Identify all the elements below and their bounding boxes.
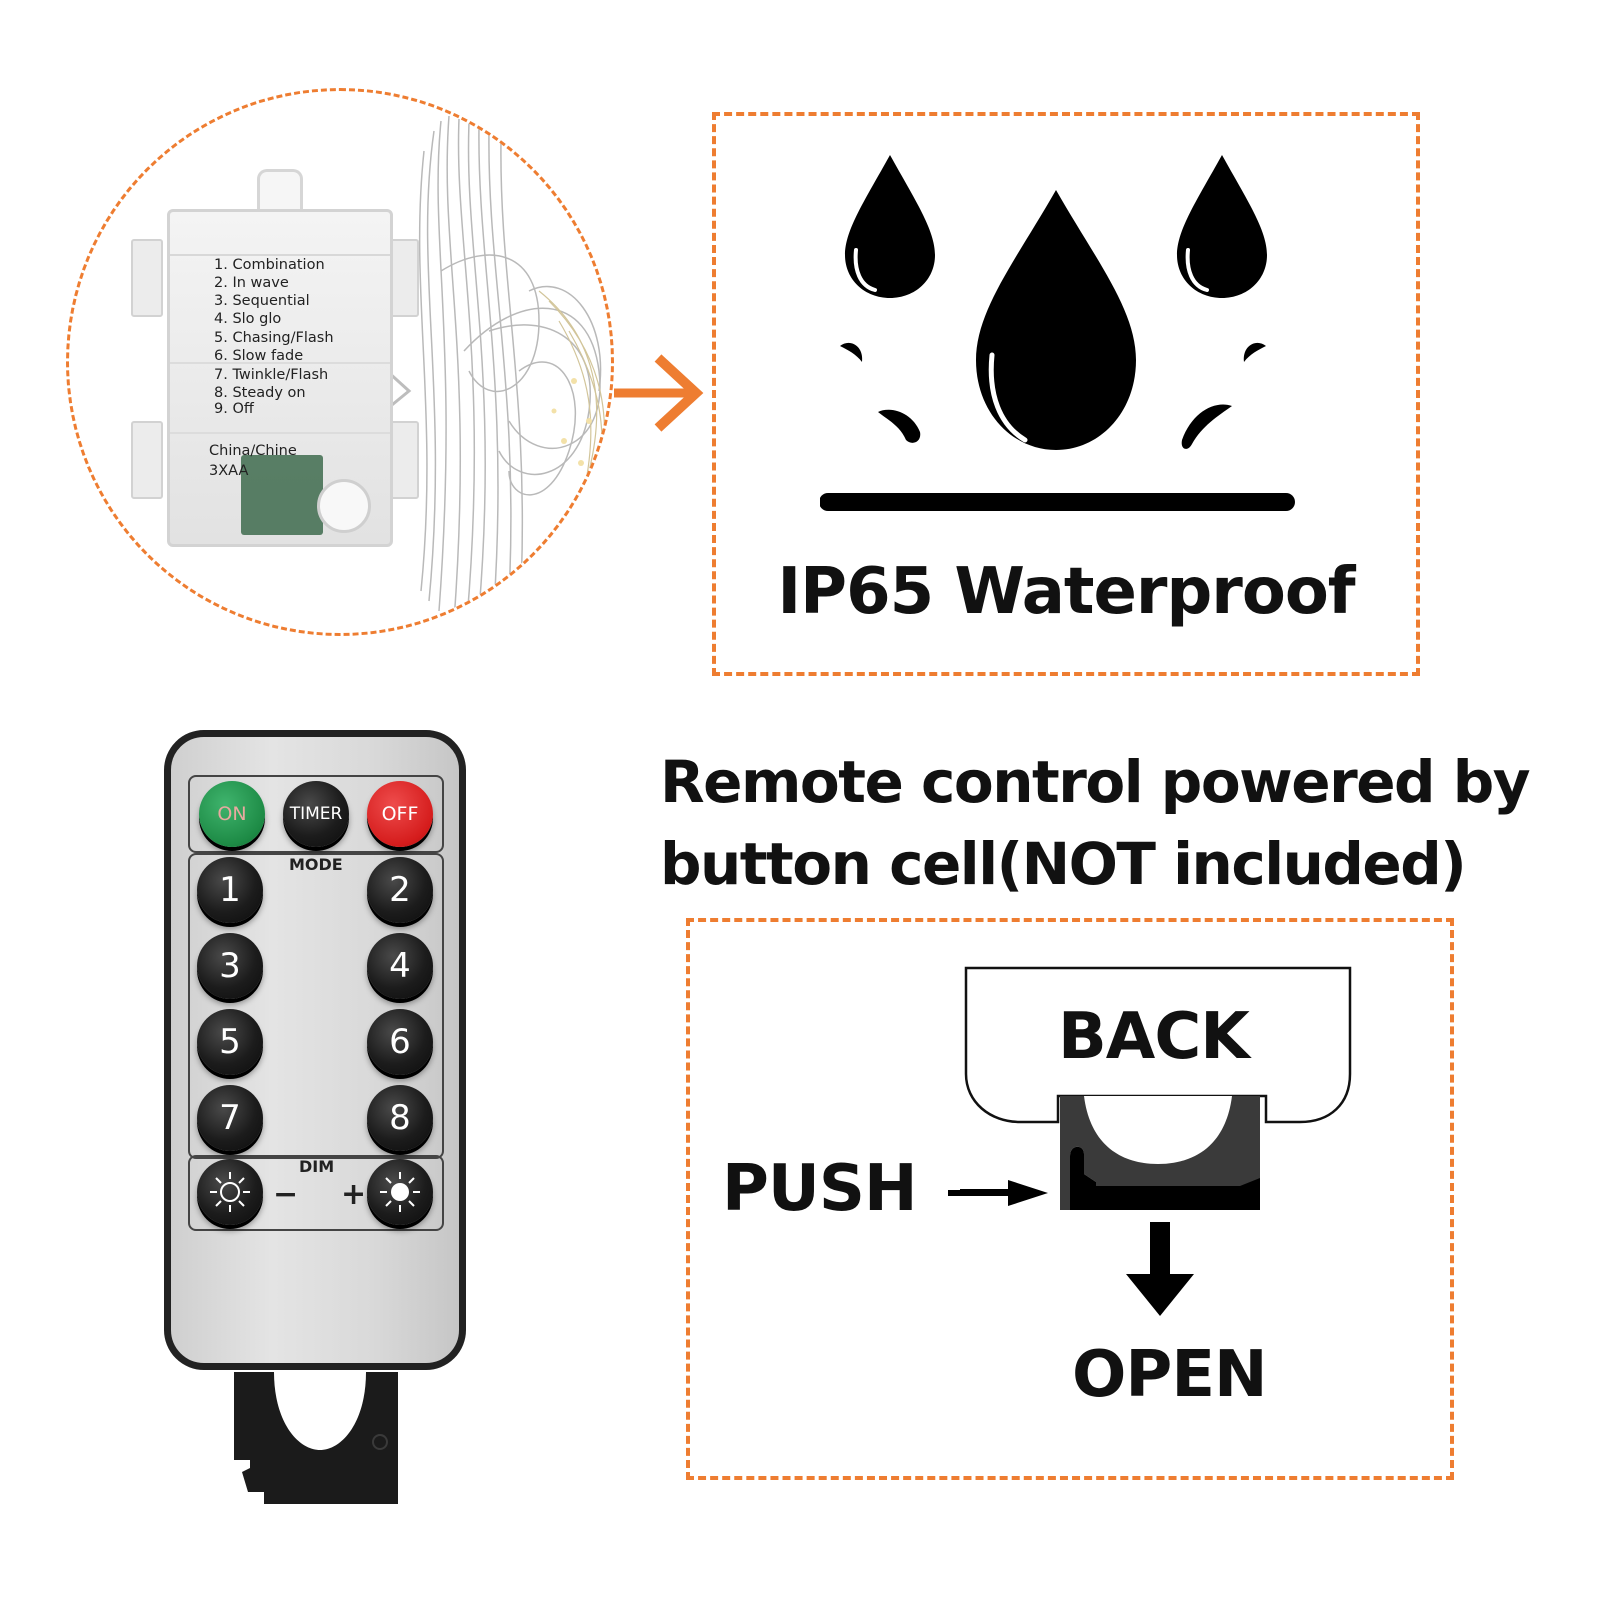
remote-back-diagram [960, 966, 1352, 1316]
battery-box-battery-label: 3XAA [209, 463, 249, 479]
mode-list-item: 5. Chasing/Flash [214, 330, 334, 346]
mode-list-item: 6. Slow fade [214, 348, 304, 364]
brightness-low-icon [210, 1172, 250, 1212]
remote-power-panel [188, 775, 444, 853]
mode-button-4[interactable]: 4 [367, 933, 433, 999]
mode-button-6[interactable]: 6 [367, 1009, 433, 1075]
remote-headline-line-1: Remote control powered by [660, 748, 1531, 816]
mode-list-item: 1. Combination [214, 257, 325, 273]
remote-control: ON TIMER OFF MODE 1 2 3 4 5 6 7 8 DIM − … [164, 730, 466, 1370]
battery-box-origin-label: China/Chine [209, 443, 297, 459]
battery-tray [234, 1372, 398, 1504]
dim-minus-label: − [273, 1177, 299, 1212]
off-button[interactable]: OFF [367, 781, 433, 847]
battery-box-clip [131, 239, 163, 317]
remote-dim-panel [188, 1155, 444, 1231]
arrow-right-icon [614, 354, 704, 432]
mode-list-item: 2. In wave [214, 275, 289, 291]
mode-button-5[interactable]: 5 [197, 1009, 263, 1075]
on-button[interactable]: ON [199, 781, 265, 847]
open-label: OPEN [1072, 1338, 1268, 1412]
mode-list-item: 4. Slo glo [214, 311, 282, 327]
mode-button-7[interactable]: 7 [197, 1085, 263, 1151]
push-arrow-icon [948, 1180, 1048, 1206]
battery-box-switch [317, 479, 371, 533]
waterproof-panel [712, 112, 1420, 676]
remote-headline-line-2: button cell(NOT included) [660, 830, 1467, 898]
remote-mode-panel [188, 853, 444, 1159]
dim-up-button[interactable] [367, 1159, 433, 1225]
mode-button-2[interactable]: 2 [367, 857, 433, 923]
circuit-board [241, 455, 323, 535]
mode-button-3[interactable]: 3 [197, 933, 263, 999]
mode-list-item: 7. Twinkle/Flash [214, 367, 329, 383]
timer-button[interactable]: TIMER [283, 781, 349, 847]
dim-plus-label: + [341, 1177, 367, 1212]
back-label: BACK [1058, 1000, 1250, 1074]
battery-replacement-instructions [686, 918, 1454, 1480]
brightness-high-icon [380, 1172, 420, 1212]
waterproof-title: IP65 Waterproof [777, 555, 1355, 629]
light-wires-illustration [385, 115, 606, 622]
mode-list-item: 8. Steady on [214, 385, 306, 401]
mode-button-8[interactable]: 8 [367, 1085, 433, 1151]
dim-label: DIM [299, 1157, 335, 1176]
mode-label: MODE [289, 855, 343, 874]
mode-list-item: 9. Off [214, 401, 254, 417]
battery-box-clip [131, 421, 163, 499]
water-drops-icon [820, 155, 1295, 511]
dim-down-button[interactable] [197, 1159, 263, 1225]
push-label: PUSH [722, 1152, 918, 1226]
battery-box-photo-circle: 1. Combination 2. In wave 3. Sequential … [66, 88, 614, 636]
battery-box-hanging-tab [257, 169, 303, 216]
mode-button-1[interactable]: 1 [197, 857, 263, 923]
mode-list-item: 3. Sequential [214, 293, 310, 309]
